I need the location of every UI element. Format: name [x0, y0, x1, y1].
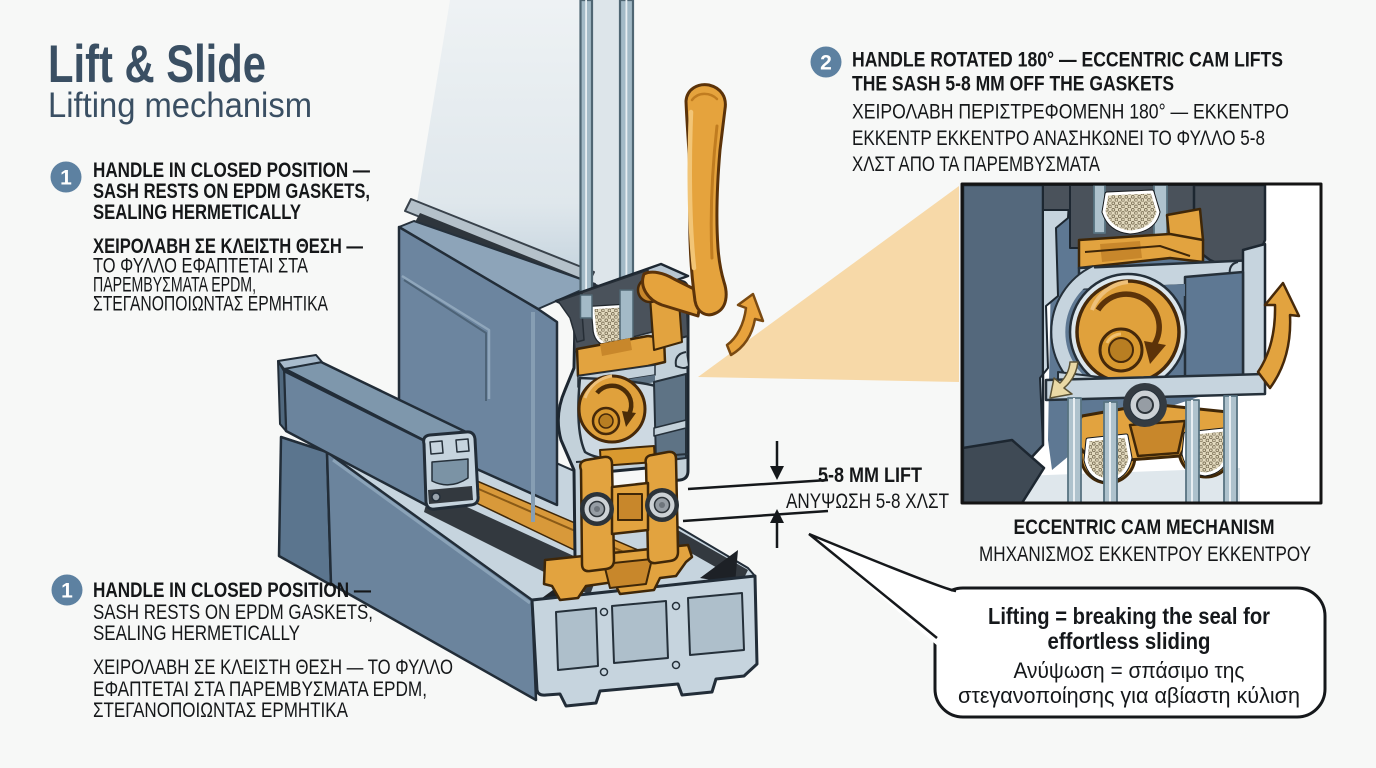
svg-text:ΧΛΣΤ ΑΠΟ ΤΑ ΠΑΡΕΜΒΥΣΜΑΤΑ: ΧΛΣΤ ΑΠΟ ΤΑ ΠΑΡΕΜΒΥΣΜΑΤΑ	[852, 153, 1100, 176]
svg-text:στεγανοποίησης για αβίαστη κύλ: στεγανοποίησης για αβίαστη κύλιση	[958, 683, 1300, 708]
svg-text:ΧΕΙΡΟΛΑΒΗ ΠΕΡΙΣΤΡΕΦΟΜΕΝΗ 180°: ΧΕΙΡΟΛΑΒΗ ΠΕΡΙΣΤΡΕΦΟΜΕΝΗ 180° — ΕΚΚΕΝΤΡΟ	[852, 101, 1289, 124]
svg-text:HANDLE IN CLOSED POSITION —: HANDLE IN CLOSED POSITION —	[93, 579, 371, 602]
svg-text:SASH RESTS ON EPDM GASKETS,: SASH RESTS ON EPDM GASKETS,	[93, 180, 370, 203]
svg-text:5-8 MM LIFT: 5-8 MM LIFT	[818, 464, 922, 487]
svg-text:THE SASH 5-8 MM OFF THE GASKET: THE SASH 5-8 MM OFF THE GASKETS	[852, 73, 1174, 96]
svg-text:ΕΚΚΕΝΤΡ ΕΚΚΕΝΤΡΟ ΑΝΑΣΗΚΩΝΕΙ ΤΟ: ΕΚΚΕΝΤΡ ΕΚΚΕΝΤΡΟ ΑΝΑΣΗΚΩΝΕΙ ΤΟ ΦΥΛΛΟ 5-8	[852, 127, 1265, 150]
svg-text:SASH RESTS ON EPDM GASKETS,: SASH RESTS ON EPDM GASKETS,	[93, 601, 373, 624]
svg-text:ECCENTRIC CAM MECHANISM: ECCENTRIC CAM MECHANISM	[1014, 516, 1275, 539]
svg-text:1: 1	[60, 167, 72, 190]
svg-text:2: 2	[820, 52, 832, 75]
svg-text:ΧΕΙΡΟΛΑΒΗ ΣΕ ΚΛΕΙΣΤΗ ΘΕΣΗ —: ΧΕΙΡΟΛΑΒΗ ΣΕ ΚΛΕΙΣΤΗ ΘΕΣΗ —	[93, 235, 363, 258]
svg-text:Lifting mechanism: Lifting mechanism	[48, 86, 312, 125]
svg-text:ΧΕΙΡΟΛΑΒΗ ΣΕ ΚΛΕΙΣΤΗ ΘΕΣΗ — ΤΟ: ΧΕΙΡΟΛΑΒΗ ΣΕ ΚΛΕΙΣΤΗ ΘΕΣΗ — ΤΟ ΦΥΛΛΟ	[93, 656, 453, 679]
svg-text:ΤΟ ΦΥΛΛΟ ΕΦΑΠΤΕΤΑΙ ΣΤΑ: ΤΟ ΦΥΛΛΟ ΕΦΑΠΤΕΤΑΙ ΣΤΑ	[93, 255, 308, 278]
svg-text:ΠΑΡΕΜΒΥΣΜΑΤΑ EPDM,: ΠΑΡΕΜΒΥΣΜΑΤΑ EPDM,	[93, 274, 256, 297]
svg-text:ΣΤΕΓΑΝΟΠΟΙΩΝΤΑΣ ΕΡΜΗΤΙΚΑ: ΣΤΕΓΑΝΟΠΟΙΩΝΤΑΣ ΕΡΜΗΤΙΚΑ	[93, 699, 348, 722]
svg-text:ΑΝΥΨΩΣΗ 5-8 ΧΛΣΤ: ΑΝΥΨΩΣΗ 5-8 ΧΛΣΤ	[786, 490, 949, 513]
svg-text:Lifting = breaking the seal fo: Lifting = breaking the seal for	[988, 603, 1270, 629]
svg-text:SEALING HERMETICALLY: SEALING HERMETICALLY	[93, 622, 300, 645]
svg-text:1: 1	[61, 580, 73, 603]
svg-text:ΕΦΑΠΤΕΤΑΙ ΣΤΑ ΠΑΡΕΜΒΥΣΜΑΤΑ EPD: ΕΦΑΠΤΕΤΑΙ ΣΤΑ ΠΑΡΕΜΒΥΣΜΑΤΑ EPDM,	[93, 678, 427, 701]
svg-text:effortless sliding: effortless sliding	[1048, 628, 1211, 654]
svg-text:ΜΗΧΑΝΙΣΜΟΣ ΕΚΚΕΝΤΡΟΥ ΕΚΚΕΝΤΡΟΥ: ΜΗΧΑΝΙΣΜΟΣ ΕΚΚΕΝΤΡΟΥ ΕΚΚΕΝΤΡΟΥ	[979, 543, 1311, 566]
svg-text:Lift & Slide: Lift & Slide	[48, 35, 266, 94]
svg-text:HANDLE IN CLOSED POSITION —: HANDLE IN CLOSED POSITION —	[93, 159, 370, 182]
svg-text:HANDLE ROTATED 180° — ECCENTRI: HANDLE ROTATED 180° — ECCENTRIC CAM LIFT…	[852, 49, 1283, 72]
svg-text:ΣΤΕΓΑΝΟΠΟΙΩΝΤΑΣ ΕΡΜΗΤΙΚΑ: ΣΤΕΓΑΝΟΠΟΙΩΝΤΑΣ ΕΡΜΗΤΙΚΑ	[93, 293, 328, 316]
svg-text:SEALING HERMETICALLY: SEALING HERMETICALLY	[93, 201, 301, 224]
svg-text:Ανύψωση = σπάσιμο της: Ανύψωση = σπάσιμο της	[1014, 658, 1245, 683]
